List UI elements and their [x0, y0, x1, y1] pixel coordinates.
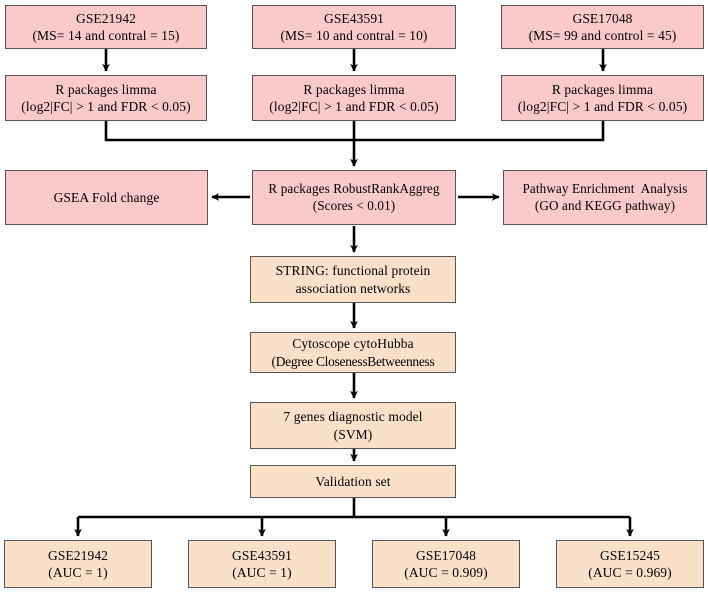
node-line-2: (AUC = 0.909) [404, 565, 488, 580]
node-pathway-enrichment-analysis[interactable]: Pathway Enrichment Analysis (GO and KEGG… [503, 170, 707, 225]
node-string-database[interactable]: STRING: functional protein association n… [250, 256, 456, 303]
node-line-2: (log2|FC| > 1 and FDR < 0.05) [21, 99, 191, 114]
node-line-1: GSE43591 [323, 10, 385, 26]
node-line-2: (GO and KEGG pathway) [534, 197, 676, 213]
node-result-gse21942[interactable]: GSE21942 (AUC = 1) [4, 540, 152, 588]
node-diagnostic-model-svm[interactable]: 7 genes diagnostic model (SVM) [250, 402, 456, 449]
node-line-2: (log2|FC| > 1 and FDR < 0.05) [269, 99, 439, 114]
node-validation-set[interactable]: Validation set [250, 465, 456, 498]
node-line-1: Pathway Enrichment Analysis [522, 180, 688, 196]
node-line-1: GSE21942 [75, 10, 137, 26]
node-line-1: GSE17048 [415, 547, 477, 563]
node-line-2: (MS= 14 and contral = 15) [32, 28, 180, 43]
node-line-1: Cytoscope cytoHubba [292, 336, 414, 352]
node-line-1: R packages limma [303, 81, 405, 97]
node-line-2: (AUC = 1) [48, 565, 108, 580]
fanout-bus [78, 498, 630, 519]
node-line-1: Validation set [315, 473, 391, 489]
node-line-2: (MS= 99 and control = 45) [528, 28, 677, 43]
node-line-2: association networks [295, 280, 411, 296]
node-line-1: R packages RobustRankAggreg [268, 180, 440, 196]
node-result-gse43591[interactable]: GSE43591 (AUC = 1) [188, 540, 336, 588]
node-result-gse17048[interactable]: GSE17048 (AUC = 0.909) [372, 540, 520, 588]
node-line-1: STRING: functional protein [275, 263, 431, 279]
node-line-2: (AUC = 0.969) [588, 565, 672, 580]
node-line-1: GSEA Fold change [53, 189, 160, 205]
node-cytoscape-cytohubba[interactable]: Cytoscope cytoHubba (Degree ClosenessBet… [250, 332, 456, 373]
node-dataset-gse17048[interactable]: GSE17048 (MS= 99 and control = 45) [501, 5, 704, 49]
node-line-2: (SVM) [333, 426, 373, 442]
merge-bus-left-arm [104, 121, 354, 142]
node-line-1: GSE21942 [47, 547, 109, 563]
node-line-1: GSE43591 [231, 547, 293, 563]
node-line-1: R packages limma [551, 81, 654, 97]
node-line-2: (Scores < 0.01) [312, 197, 396, 213]
node-limma-gse17048[interactable]: R packages limma (log2|FC| > 1 and FDR <… [501, 75, 704, 121]
node-limma-gse43591[interactable]: R packages limma (log2|FC| > 1 and FDR <… [252, 75, 456, 121]
node-line-1: GSE17048 [572, 10, 633, 26]
node-line-2: (log2|FC| > 1 and FDR < 0.05) [517, 99, 688, 114]
node-dataset-gse43591[interactable]: GSE43591 (MS= 10 and contral = 10) [252, 5, 456, 49]
node-dataset-gse21942[interactable]: GSE21942 (MS= 14 and contral = 15) [5, 5, 207, 49]
node-result-gse15245[interactable]: GSE15245 (AUC = 0.969) [556, 540, 704, 588]
node-gsea-fold-change[interactable]: GSEA Fold change [5, 170, 208, 225]
node-line-1: 7 genes diagnostic model [283, 409, 423, 425]
node-line-1: R packages limma [55, 81, 157, 97]
node-line-1: GSE15245 [599, 547, 661, 563]
node-line-2: (MS= 10 and contral = 10) [280, 28, 428, 43]
node-limma-gse21942[interactable]: R packages limma (log2|FC| > 1 and FDR <… [5, 75, 207, 121]
node-line-2: (AUC = 1) [232, 565, 292, 580]
node-line-2: (Degree ClosenessBetweenness [271, 353, 435, 369]
node-robustrankaggreg[interactable]: R packages RobustRankAggreg (Scores < 0.… [252, 170, 456, 225]
merge-bus-right-arm [354, 121, 605, 142]
